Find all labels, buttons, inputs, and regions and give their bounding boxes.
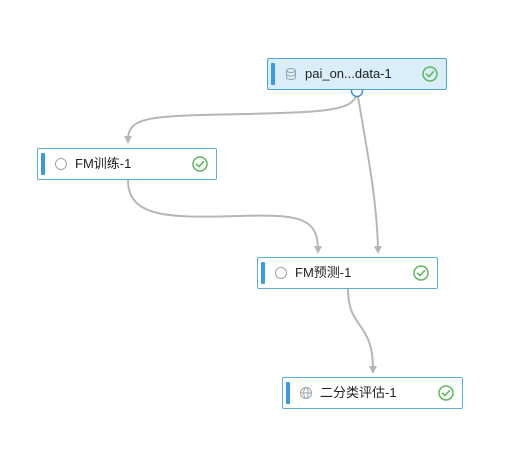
edge-data-to-train xyxy=(124,90,358,144)
node-fm-predict[interactable]: FM预测-1 xyxy=(257,257,438,289)
circle-icon xyxy=(55,158,67,170)
database-icon xyxy=(286,68,296,81)
node-label: 二分类评估-1 xyxy=(320,385,397,400)
success-check-icon xyxy=(413,265,429,281)
success-check-icon xyxy=(192,156,208,172)
edge-predict-to-eval xyxy=(347,288,377,374)
edge-train-to-predict xyxy=(127,179,322,254)
node-label: pai_on...data-1 xyxy=(305,66,392,81)
node-accent-bar xyxy=(41,153,45,175)
node-accent-bar xyxy=(271,63,275,85)
node-fm-train[interactable]: FM训练-1 xyxy=(37,148,217,180)
globe-icon xyxy=(300,387,312,399)
node-accent-bar xyxy=(286,382,290,404)
node-accent-bar xyxy=(261,262,265,284)
node-binary-eval[interactable]: 二分类评估-1 xyxy=(282,377,463,409)
node-data-source[interactable]: pai_on...data-1 xyxy=(267,58,447,90)
node-label: FM训练-1 xyxy=(75,156,132,171)
success-check-icon xyxy=(422,66,438,82)
edge-data-to-predict xyxy=(356,90,382,254)
success-check-icon xyxy=(438,385,454,401)
circle-icon xyxy=(275,267,287,279)
node-label: FM预测-1 xyxy=(295,265,352,280)
